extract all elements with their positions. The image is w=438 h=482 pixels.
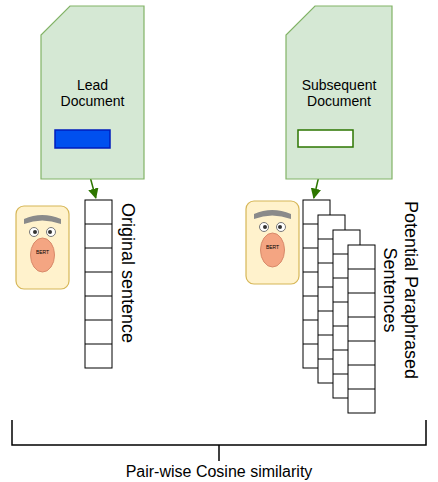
bracket-tick <box>218 445 220 461</box>
sentence-highlight <box>298 130 353 147</box>
bert-label: BERT <box>36 250 49 256</box>
document-title: Subsequent Document <box>291 77 387 109</box>
document-title: Lead Document <box>48 77 138 109</box>
embedding-vectors <box>80 195 150 375</box>
bert-face <box>245 200 300 285</box>
sentence-highlight <box>55 130 110 148</box>
document-shape: Lead Document <box>40 5 145 180</box>
vector-caption: Original sentence <box>118 188 139 358</box>
vector-caption: Potential Paraphrased Sentences <box>379 188 420 393</box>
caption-label: Pair-wise Cosine similarity <box>126 463 313 481</box>
bracket-line <box>12 420 426 445</box>
bert-face <box>15 205 70 290</box>
vector-stack: Potential Paraphrased Sentences <box>298 195 434 417</box>
bert-label: BERT <box>266 245 279 251</box>
document-page <box>286 6 392 179</box>
vector-stack: Original sentence <box>80 195 150 375</box>
bert-icon: BERT <box>245 200 300 285</box>
document-shape: Subsequent Document <box>285 5 393 180</box>
bert-icon: BERT <box>15 205 70 290</box>
document-page <box>41 6 144 179</box>
